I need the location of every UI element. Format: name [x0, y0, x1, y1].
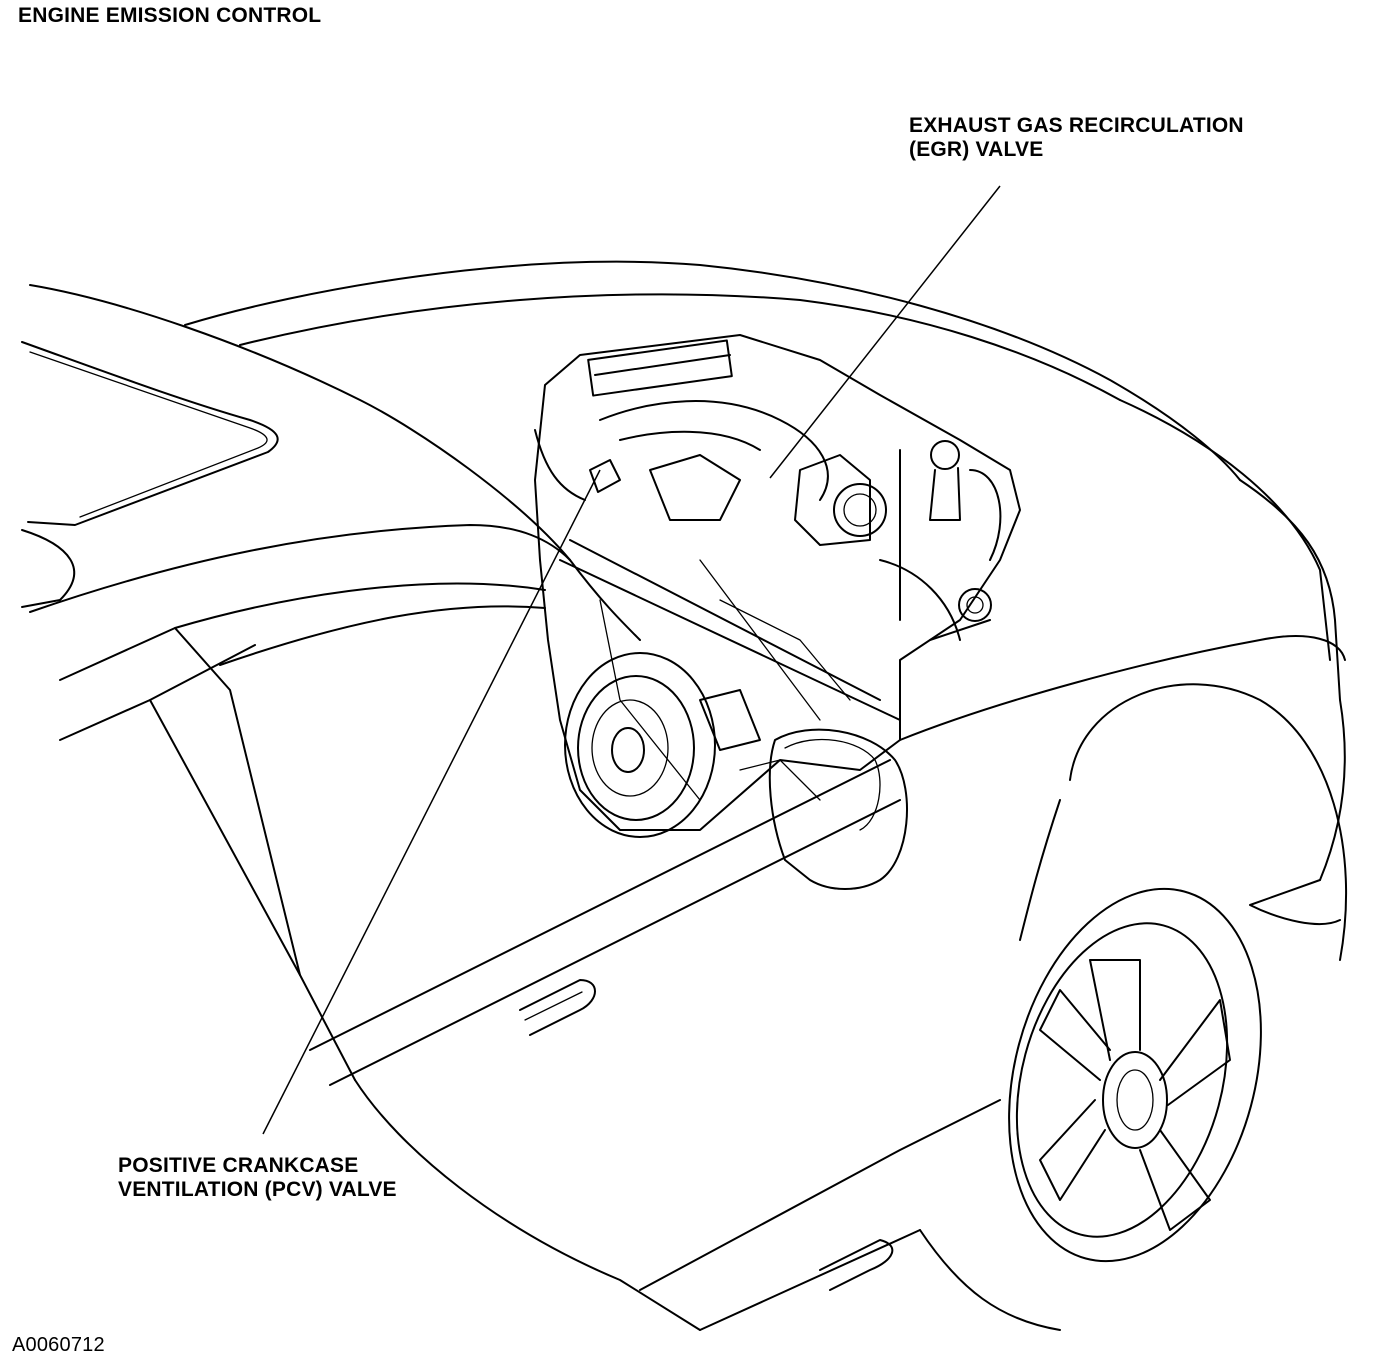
- engine-assembly: [534, 334, 1021, 838]
- pcv-valve-callout: POSITIVE CRANKCASE VENTILATION (PCV) VAL…: [118, 1154, 397, 1202]
- pcv-callout-line-2: VENTILATION (PCV) VALVE: [118, 1178, 397, 1201]
- egr-leader-line: [769, 185, 1001, 479]
- front-wheel: [1008, 887, 1262, 1263]
- egr-callout-line-1: EXHAUST GAS RECIRCULATION: [909, 114, 1244, 137]
- pcv-callout-line-1: POSITIVE CRANKCASE: [118, 1154, 359, 1177]
- egr-callout-line-2: (EGR) VALVE: [909, 138, 1044, 161]
- pcv-leader-line: [262, 469, 601, 1135]
- vehicle-body: [21, 260, 1348, 1331]
- diagram-title: ENGINE EMISSION CONTROL: [18, 4, 322, 27]
- figure-id: A0060712: [12, 1334, 105, 1356]
- egr-valve-callout: EXHAUST GAS RECIRCULATION (EGR) VALVE: [909, 114, 1244, 162]
